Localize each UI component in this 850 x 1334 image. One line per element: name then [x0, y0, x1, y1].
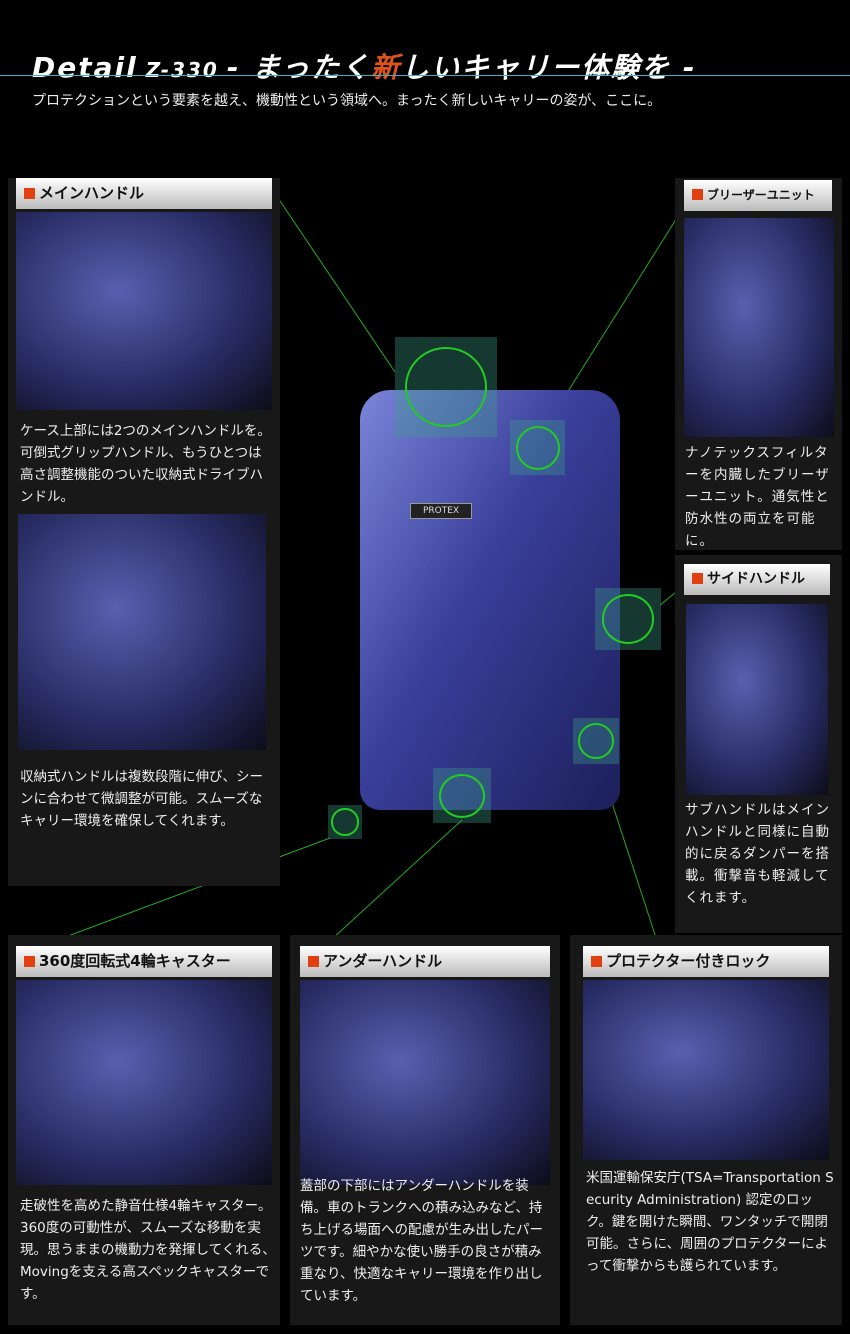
panel-title: アンダーハンドル [300, 946, 550, 977]
lead-text: プロテクションという要素を越え、機動性という領域へ。まったく新しいキャリーの姿が… [32, 93, 662, 109]
drive-handle-photo [18, 514, 266, 750]
panel-text: 走破性を高めた静音仕様4輪キャスター。360度の可動性が、スムーズな移動を実現。… [20, 1198, 276, 1302]
bullet-icon [24, 956, 35, 967]
bullet-icon [308, 956, 319, 967]
panel-lock: プロテクター付きロック 米国運輸保安庁(TSA=Transportation S… [570, 935, 842, 1325]
bullet-icon [591, 956, 602, 967]
panel-breather: ブリーザーユニット ナノテックスフィルターを内臓したブリーザーユニット。通気性と… [675, 178, 842, 550]
panel-main-handle: メインハンドル ケース上部には2つのメインハンドルを。可倒式グリップハンドル、も… [8, 178, 280, 886]
bullet-icon [692, 189, 703, 200]
under-handle-photo [300, 980, 550, 1185]
panel-title: プロテクター付きロック [583, 946, 829, 977]
target-breather [510, 420, 565, 475]
caster-photo [16, 980, 272, 1185]
panel-text: 蓋部の下部にはアンダーハンドルを装備。車のトランクへの積み込みなど、持ち上げる場… [300, 1178, 543, 1304]
panel-text: ナノテックスフィルターを内臓したブリーザーユニット。通気性と防水性の両立を可能に… [685, 445, 830, 549]
panel-caster: 360度回転式4輪キャスター 走破性を高めた静音仕様4輪キャスター。360度の可… [8, 935, 280, 1325]
brand-badge: PROTEX [410, 503, 472, 519]
panel-under-handle: アンダーハンドル 蓋部の下部にはアンダーハンドルを装備。車のトランクへの積み込み… [290, 935, 560, 1325]
target-under-handle [433, 768, 491, 823]
bullet-icon [24, 188, 35, 199]
panel-text: サブハンドルはメインハンドルと同様に自動的に戻るダンパーを搭載。衝撃音も軽減して… [685, 802, 830, 906]
panel-title: 360度回転式4輪キャスター [16, 946, 272, 977]
title-rule [0, 75, 850, 76]
target-main-handle [395, 337, 497, 437]
breather-photo [684, 218, 834, 437]
bullet-icon [692, 573, 703, 584]
main-handle-photo [16, 212, 272, 410]
suitcase-image [360, 390, 620, 810]
target-side-handle [595, 588, 661, 650]
panel-side-handle: サイドハンドル サブハンドルはメインハンドルと同様に自動的に戻るダンパーを搭載。… [675, 555, 842, 933]
panel-text: ケース上部には2つのメインハンドルを。可倒式グリップハンドル、もうひとつは高さ調… [20, 423, 271, 505]
panel-title: メインハンドル [16, 178, 272, 209]
panel-title: ブリーザーユニット [684, 180, 832, 211]
panel-text-2: 収納式ハンドルは複数段階に伸び、シーンに合わせて微調整が可能。スムーズなキャリー… [20, 769, 263, 829]
target-lock [573, 718, 619, 764]
lock-photo [583, 980, 829, 1160]
panel-text: 米国運輸保安庁(TSA=Transportation Security Admi… [586, 1170, 834, 1274]
side-handle-photo [686, 604, 828, 795]
panel-title: サイドハンドル [684, 564, 830, 595]
target-caster [328, 805, 362, 839]
